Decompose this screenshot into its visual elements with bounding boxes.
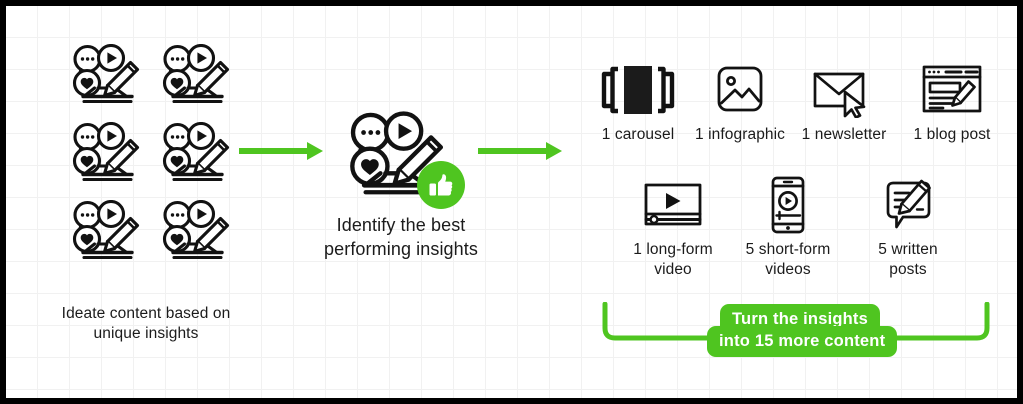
ideate-icon-grid bbox=[62, 36, 242, 266]
green-arrow-icon bbox=[237, 139, 327, 168]
long-form-video-label: 1 long-form video bbox=[633, 241, 713, 278]
content-ideation-icon bbox=[350, 111, 444, 195]
ideate-icon-cell bbox=[62, 114, 152, 192]
content-ideation-icon bbox=[162, 200, 230, 260]
summary-pill-line-2: into 15 more content bbox=[707, 326, 898, 357]
green-arrow-icon bbox=[476, 139, 566, 168]
blog-post-icon bbox=[921, 64, 983, 121]
ideate-icon-cell bbox=[152, 114, 242, 192]
written-post-icon bbox=[883, 178, 937, 237]
ideate-icon-cell bbox=[152, 192, 242, 270]
identify-best-icon bbox=[346, 111, 450, 204]
newsletter-icon bbox=[812, 68, 874, 123]
carousel-label: 1 carousel bbox=[601, 126, 675, 143]
content-ideation-icon bbox=[72, 122, 140, 182]
identify-caption: Identify the best performing insights bbox=[324, 215, 478, 259]
ideate-icon-cell bbox=[152, 36, 242, 114]
content-ideation-icon bbox=[72, 200, 140, 260]
written-post-label: 5 written posts bbox=[878, 241, 938, 278]
infographic-label: 1 infographic bbox=[694, 126, 786, 143]
ideate-icon-cell bbox=[62, 192, 152, 270]
content-ideation-icon bbox=[162, 44, 230, 104]
short-form-video-label: 5 short-form videos bbox=[745, 241, 831, 278]
blog-post-label: 1 blog post bbox=[913, 126, 991, 143]
ideate-caption: Ideate content based on unique insights bbox=[61, 305, 231, 342]
content-ideation-icon bbox=[162, 122, 230, 182]
short-form-video-icon bbox=[766, 176, 810, 239]
newsletter-label: 1 newsletter bbox=[801, 126, 887, 143]
content-ideation-icon bbox=[72, 44, 140, 104]
thumbs-up-icon bbox=[429, 174, 453, 196]
infographic-icon bbox=[715, 64, 765, 121]
carousel-icon bbox=[601, 64, 675, 121]
thumbs-up-badge bbox=[417, 161, 465, 209]
ideate-icon-cell bbox=[62, 36, 152, 114]
long-form-video-icon bbox=[643, 182, 703, 235]
